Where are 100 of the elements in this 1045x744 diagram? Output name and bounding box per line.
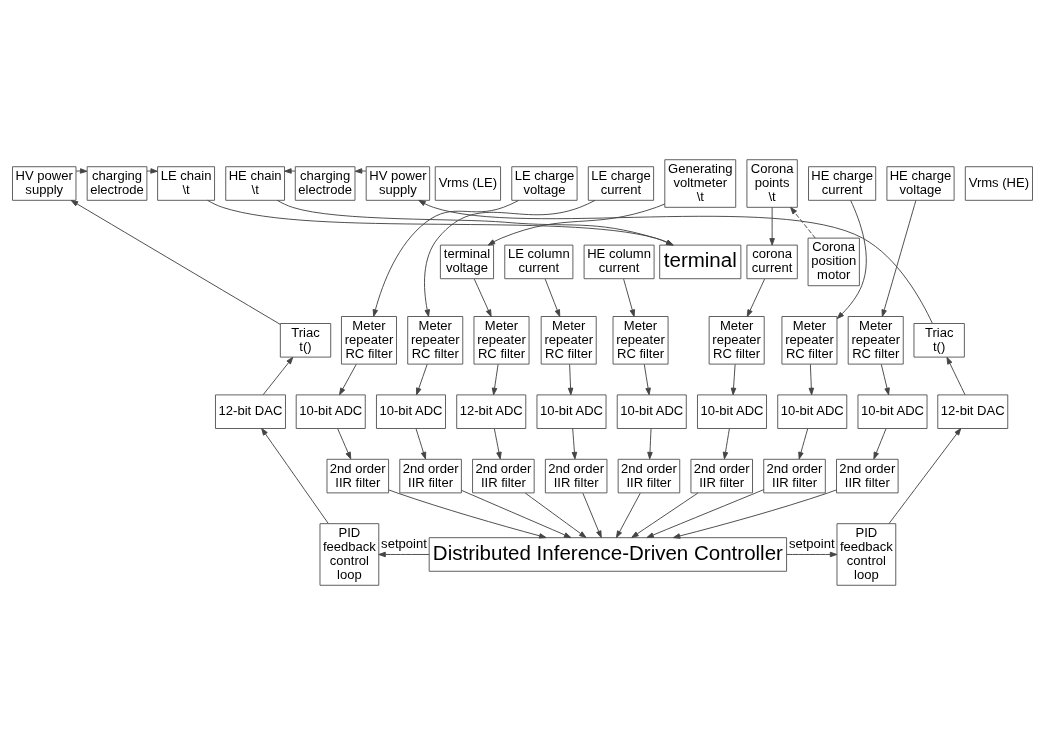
node-box: 10-bit ADC	[536, 393, 607, 429]
arrow	[354, 167, 367, 174]
node-box: HV power supply	[12, 165, 77, 201]
arrow	[582, 492, 602, 538]
node-box: Vrms (HE)	[964, 165, 1033, 201]
node-box: 12-bit DAC	[937, 393, 1009, 429]
node-box: Meter repeater RC filter	[540, 315, 597, 365]
arrow	[888, 427, 962, 524]
arrow	[75, 167, 88, 174]
arrow	[487, 203, 666, 246]
node-box: LE charge voltage	[511, 165, 578, 201]
arrow	[873, 427, 887, 459]
arrow	[337, 427, 352, 459]
node-box: 2nd order IIR filter	[836, 458, 899, 493]
node-box: 2nd order IIR filter	[763, 458, 826, 493]
arrow	[567, 363, 574, 395]
node-box: LE chain \t	[157, 165, 215, 201]
node-box: HE charge voltage	[886, 165, 955, 201]
arrow	[646, 488, 765, 538]
node-box: charging electrode	[86, 165, 148, 201]
node-box: HE column current	[583, 244, 655, 279]
arrow	[880, 363, 890, 395]
arrow	[623, 278, 636, 317]
node-box: 10-bit ADC	[697, 393, 767, 429]
arrow	[388, 489, 547, 539]
arrow	[672, 489, 837, 539]
arrow	[544, 278, 561, 317]
node-box: 2nd order IIR filter	[472, 458, 535, 493]
node-box: 12-bit DAC	[215, 393, 286, 429]
node-box: 2nd order IIR filter	[326, 458, 390, 493]
arrow	[769, 206, 775, 246]
node-box: 10-bit ADC	[777, 393, 848, 429]
node-box: HV power supply	[365, 165, 431, 201]
node-box: Distributed Inference-Driven Controller	[428, 536, 788, 572]
arrow	[571, 427, 578, 459]
arrow	[798, 427, 809, 459]
node-box: Meter repeater RC filter	[847, 315, 904, 365]
arrow	[372, 199, 519, 317]
node-box: Meter repeater RC filter	[341, 315, 397, 365]
arrow	[473, 278, 492, 317]
arrow	[418, 199, 933, 324]
arrow	[808, 363, 815, 395]
node-box: 10-bit ADC	[376, 393, 446, 429]
node-box: terminal voltage	[439, 244, 495, 279]
node-box: Meter repeater RC filter	[708, 315, 765, 365]
node-box: 10-bit ADC	[295, 393, 366, 429]
arrow	[790, 206, 816, 238]
node-box: 10-bit ADC	[857, 393, 928, 429]
arrow	[146, 167, 158, 174]
arrow	[339, 363, 357, 395]
edge-label: setpoint	[788, 535, 835, 551]
node-box: HE charge current	[808, 165, 877, 201]
arrow	[416, 363, 428, 395]
node-box: charging electrode	[294, 165, 356, 201]
arrow	[284, 167, 296, 174]
arrow	[643, 363, 651, 395]
node-box: Meter repeater RC filter	[473, 315, 530, 365]
node-box: 2nd order IIR filter	[544, 458, 608, 493]
node-box: 2nd order IIR filter	[399, 458, 462, 493]
arrow	[631, 492, 699, 538]
arrow	[746, 278, 766, 317]
arrow	[378, 551, 430, 557]
arrow	[262, 356, 294, 395]
node-box: 2nd order IIR filter	[617, 458, 681, 493]
node-box: 2nd order IIR filter	[690, 458, 753, 493]
arrow	[786, 551, 838, 557]
arrow	[615, 492, 641, 538]
node-box: LE charge current	[587, 165, 655, 201]
arrow	[424, 199, 596, 317]
arrow	[491, 363, 499, 395]
arrow	[722, 427, 730, 459]
node-box: Generating voltmeter \t	[664, 158, 737, 208]
node-box: Triac t()	[913, 322, 965, 358]
node-box: 12-bit ADC	[456, 393, 527, 429]
arrow	[493, 427, 502, 459]
node-box: LE column current	[504, 244, 574, 279]
arrow	[836, 199, 867, 319]
node-box: Vrms (LE)	[434, 165, 502, 201]
node-box: 10-bit ADC	[616, 393, 687, 429]
node-box: Meter repeater RC filter	[407, 315, 464, 365]
arrow	[647, 427, 653, 459]
arrow	[70, 199, 281, 325]
arrow	[261, 427, 329, 524]
arrow	[461, 489, 572, 538]
node-box: HE chain \t	[225, 165, 285, 201]
node-box: PID feedback control loop	[319, 522, 380, 586]
arrow	[415, 427, 427, 459]
node-box: Corona points \t	[746, 158, 798, 208]
node-box: Meter repeater RC filter	[781, 315, 838, 365]
node-box: Triac t()	[279, 322, 332, 358]
node-box: PID feedback control loop	[836, 522, 897, 586]
edge-label: setpoint	[381, 535, 427, 551]
node-box: corona current	[746, 244, 798, 279]
arrow	[730, 363, 737, 395]
arrow	[524, 492, 587, 538]
arrow	[946, 356, 966, 395]
node-box: Meter repeater RC filter	[612, 315, 669, 365]
node-box: terminal	[659, 244, 742, 279]
arrow	[881, 199, 917, 317]
node-box: Corona position motor	[807, 237, 860, 286]
